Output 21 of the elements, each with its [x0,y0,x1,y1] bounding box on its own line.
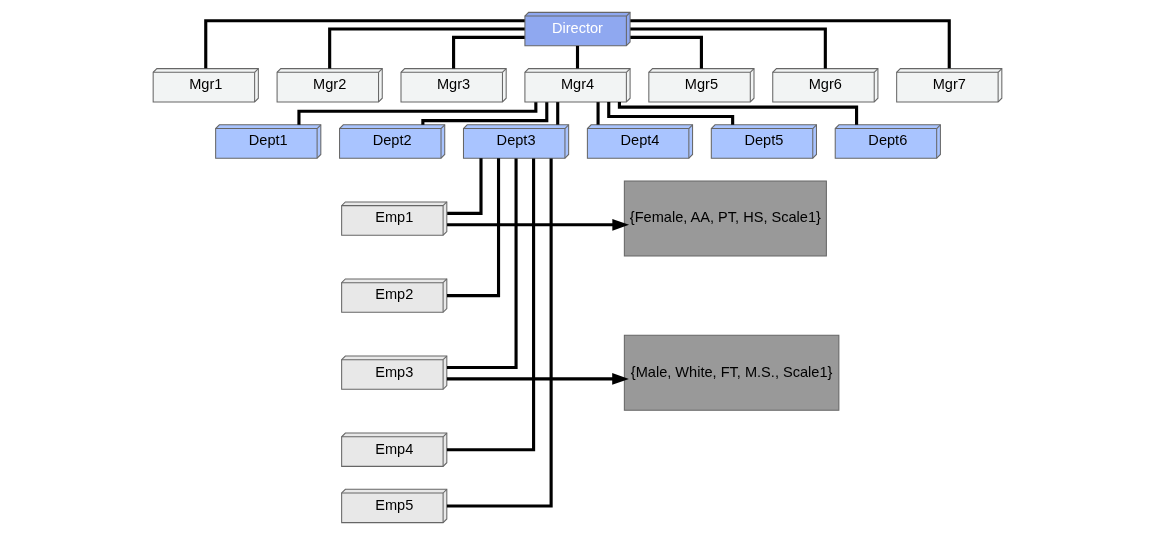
connector [629,35,703,69]
connector [203,19,525,69]
connector [420,102,548,125]
connector [327,27,525,69]
node-box: {Male, White, FT, M.S., Scale1} [623,334,839,411]
node-box: {Female, AA, PT, HS, Scale1} [623,180,827,257]
connector [446,158,500,298]
connector [446,158,553,508]
connector [555,102,559,125]
connector [629,19,951,69]
connector [446,158,518,370]
connector [446,158,535,452]
connector [451,35,525,69]
arrow [446,218,629,231]
connector [606,102,734,125]
arrow [446,373,629,385]
connector [446,158,483,215]
connector [629,27,827,69]
connector [296,102,537,125]
connector [575,45,579,69]
connector [596,102,600,125]
